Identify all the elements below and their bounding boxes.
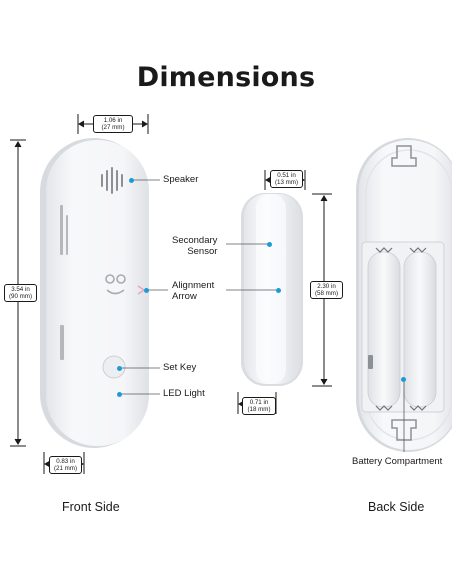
battery-dot: [401, 377, 406, 382]
sensor-width-label: 0.51 in (13 mm): [270, 170, 303, 188]
battery-springs: [375, 247, 427, 411]
secondary-sensor: [241, 193, 303, 386]
set-key-button: [102, 355, 126, 379]
back-side-label: Back Side: [368, 500, 425, 514]
front-width-label: 1.06 in (27 mm): [93, 115, 133, 133]
front-bottom-label: 0.83 in (21 mm): [49, 456, 82, 474]
front-side-label: Front Side: [62, 500, 120, 514]
mount-slot-top: [391, 145, 417, 167]
mount-slot-bottom: [391, 419, 417, 441]
logo-face-icon: [105, 274, 126, 295]
callout-lines: [119, 179, 405, 452]
device-markings: [60, 205, 68, 360]
battery-compartment-label: Battery Compartment: [352, 456, 443, 467]
speaker-dot: [129, 178, 134, 183]
front-height-label: 3.54 in (90 mm): [4, 284, 37, 302]
secondary-sensor-label: Secondary Sensor: [172, 235, 218, 257]
alignment-arrow-label: Alignment Arrow: [172, 280, 215, 302]
secondary-sensor-dot: [267, 242, 272, 247]
speaker-label: Speaker: [163, 174, 199, 185]
alignment-arrow-dot: [144, 288, 149, 293]
sensor-bottom-label: 0.71 in (18 mm): [242, 397, 276, 415]
led-light-dot: [117, 392, 122, 397]
alignment-arrow-sensor-dot: [276, 288, 281, 293]
back-device: [356, 138, 452, 452]
set-key-dot: [117, 366, 122, 371]
speaker-grille: [101, 167, 123, 194]
page-title: Dimensions: [136, 62, 316, 93]
sensor-height-label: 2.30 in (58 mm): [310, 281, 343, 299]
led-light-label: LED Light: [163, 388, 205, 399]
set-key-label: Set Key: [163, 362, 197, 373]
front-device: [40, 138, 149, 448]
